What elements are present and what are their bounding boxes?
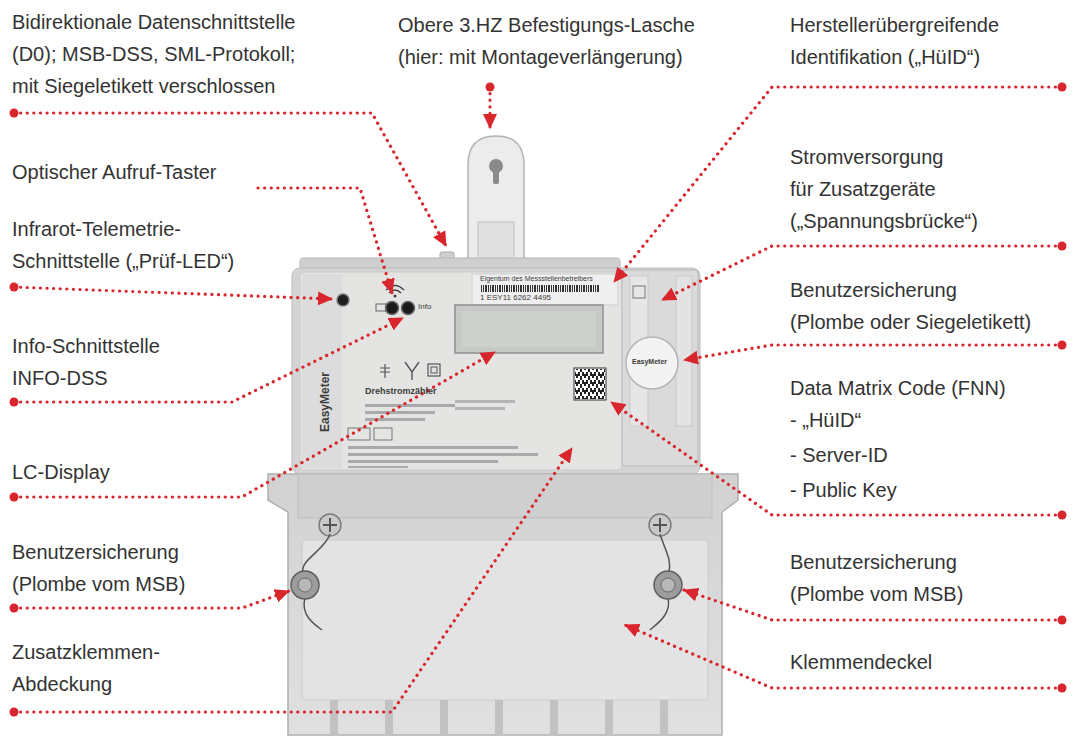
callout-label: Data Matrix Code (FNN): [790, 372, 1006, 404]
callout-label: - „HüID“: [790, 404, 861, 436]
label-line: Benutzersicherung: [12, 536, 185, 568]
callout-label: Benutzersicherung (Plombe oder Siegeleti…: [790, 274, 1031, 338]
mounting-lug: [440, 136, 524, 272]
label-line: Bidirektionale Datenschnittstelle: [12, 6, 296, 38]
label-line: Infrarot-Telemetrie-: [12, 213, 234, 245]
label-line: Stromversorgung: [790, 141, 978, 173]
label-line: Optischer Aufruf-Taster: [12, 156, 217, 188]
label-line: Benutzersicherung: [790, 274, 1031, 306]
brand-name: EasyMeter: [318, 372, 332, 432]
device-type: Drehstromzähler: [365, 386, 437, 397]
label-line: Info-Schnittstelle: [12, 330, 160, 362]
label-line: Obere 3.HZ Befestigungs-Lasche: [398, 9, 695, 41]
leader-dots: [10, 83, 1067, 717]
callout-label: Infrarot-Telemetrie- Schnittstelle („Prü…: [12, 213, 234, 277]
label-line: Benutzersicherung: [790, 546, 963, 578]
callout-label: Klemmendeckel: [790, 646, 932, 678]
label-line: für Zusatzgeräte: [790, 173, 978, 205]
callout-label: - Public Key: [790, 474, 897, 506]
owner-text: Eigentum des Messstellenbetreibers: [480, 275, 593, 283]
label-line: (Plombe vom MSB): [790, 578, 963, 610]
callout-label: Obere 3.HZ Befestigungs-Lasche (hier: mi…: [398, 9, 695, 73]
label-line: Abdeckung: [12, 668, 160, 700]
callout-label: Herstellerübergreifende Identifikation (…: [790, 9, 999, 73]
callout-label: Benutzersicherung (Plombe vom MSB): [12, 536, 185, 600]
callout-label: - Server-ID: [790, 439, 888, 471]
label-line: - „HüID“: [790, 404, 861, 436]
label-line: Herstellerübergreifende: [790, 9, 999, 41]
button-label: Info: [418, 302, 431, 312]
label-line: Drehstromzähler: [365, 386, 437, 397]
label-line: 1 ESY11 6262 4495: [480, 293, 551, 303]
label-line: LC-Display: [12, 456, 110, 488]
label-line: - Server-ID: [790, 439, 888, 471]
callout-label: Optischer Aufruf-Taster: [12, 156, 217, 188]
meter-housing: [292, 258, 700, 474]
label-line: Schnittstelle („Prüf-LED“): [12, 245, 234, 277]
callout-label: Bidirektionale Datenschnittstelle (D0); …: [12, 6, 296, 102]
callout-label: Benutzersicherung (Plombe vom MSB): [790, 546, 963, 610]
callout-label: Stromversorgung für Zusatzgeräte („Spann…: [790, 141, 978, 237]
label-line: (Plombe vom MSB): [12, 568, 185, 600]
callout-label: LC-Display: [12, 456, 110, 488]
label-line: Eigentum des Messstellenbetreibers: [480, 275, 593, 283]
label-line: Zusatzklemmen-: [12, 636, 160, 668]
label-line: EasyMeter: [632, 358, 667, 366]
label-line: - Public Key: [790, 474, 897, 506]
label-line: Identifikation („HüID“): [790, 41, 999, 73]
label-line: INFO-DSS: [12, 362, 160, 394]
label-line: Data Matrix Code (FNN): [790, 372, 1006, 404]
label-line: (hier: mit Montageverlängerung): [398, 41, 695, 73]
seal-brand: EasyMeter: [632, 358, 667, 366]
label-line: („Spannungsbrücke“): [790, 205, 978, 237]
label-line: (Plombe oder Siegeletikett): [790, 306, 1031, 338]
label-line: EasyMeter: [318, 372, 332, 432]
serial-number: 1 ESY11 6262 4495: [480, 293, 551, 303]
label-line: Info: [418, 302, 431, 312]
label-line: (D0); MSB-DSS, SML-Protokoll;: [12, 38, 296, 70]
terminal-cover: [268, 474, 738, 735]
callout-label: Zusatzklemmen- Abdeckung: [12, 636, 160, 700]
label-line: Klemmendeckel: [790, 646, 932, 678]
callout-label: Info-Schnittstelle INFO-DSS: [12, 330, 160, 394]
label-line: mit Siegeletikett verschlossen: [12, 70, 296, 102]
